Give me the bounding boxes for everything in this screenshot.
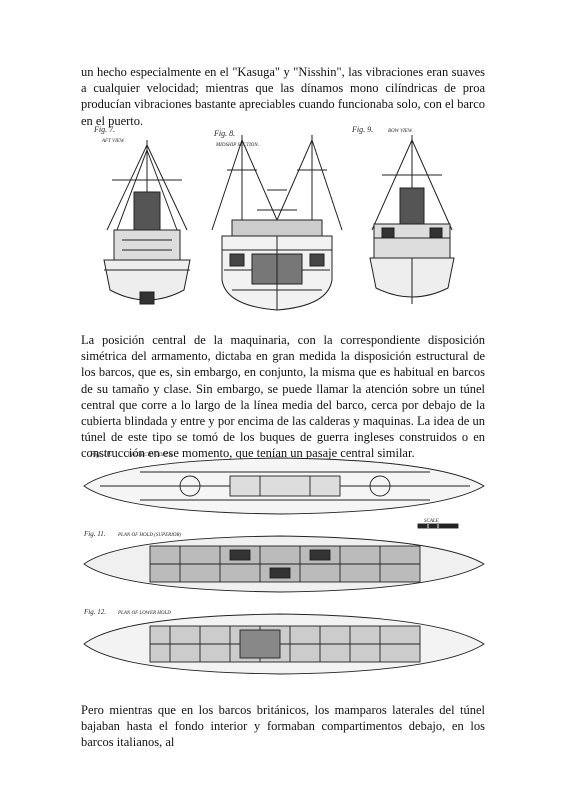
scale-label: SCALE [424,519,439,524]
fig10-number: Fig. 10. [89,450,112,458]
fig12-number: Fig. 12. [83,608,106,616]
figure-ship-plans: Fig. 10. PROTECTIVE DECK. Fig. 11. PLAN … [83,450,485,675]
fig10-caption: PROTECTIVE DECK. [127,453,173,458]
figure-ship-sections: Fig. 7. AFT VIEW. Fig. 8. MIDSHIP SECTIO… [93,125,455,311]
fig7-number: Fig. 7. [93,125,115,134]
fig9-caption: BOW VIEW. [388,129,413,134]
fig12-plan-of-lower-hold-drawing [83,613,485,675]
fig7-caption: AFT VIEW. [101,139,125,144]
paragraph-2: La posición central de la maquinaria, co… [81,333,485,461]
fig9-bow-view-drawing [369,135,455,304]
fig11-number: Fig. 11. [83,530,106,538]
fig7-aft-view-drawing [103,140,191,305]
fig8-number: Fig. 8. [213,129,235,138]
fig9-number: Fig. 9. [351,125,373,134]
fig11-plan-of-hold-drawing [83,535,485,593]
fig12-caption: PLAN OF LOWER HOLD [117,611,171,616]
fig10-protective-deck-drawing [83,457,485,515]
fig8-midship-section-drawing [211,135,343,311]
paragraph-3: Pero mientras que en los barcos británic… [81,703,485,750]
scale-bar [417,523,459,529]
paragraph-1: un hecho especialmente en el "Kasuga" y … [81,65,485,128]
fig11-caption: PLAN OF HOLD (SUPERIOR) [117,533,182,538]
fig8-caption: MIDSHIP SECTION. [215,143,259,148]
